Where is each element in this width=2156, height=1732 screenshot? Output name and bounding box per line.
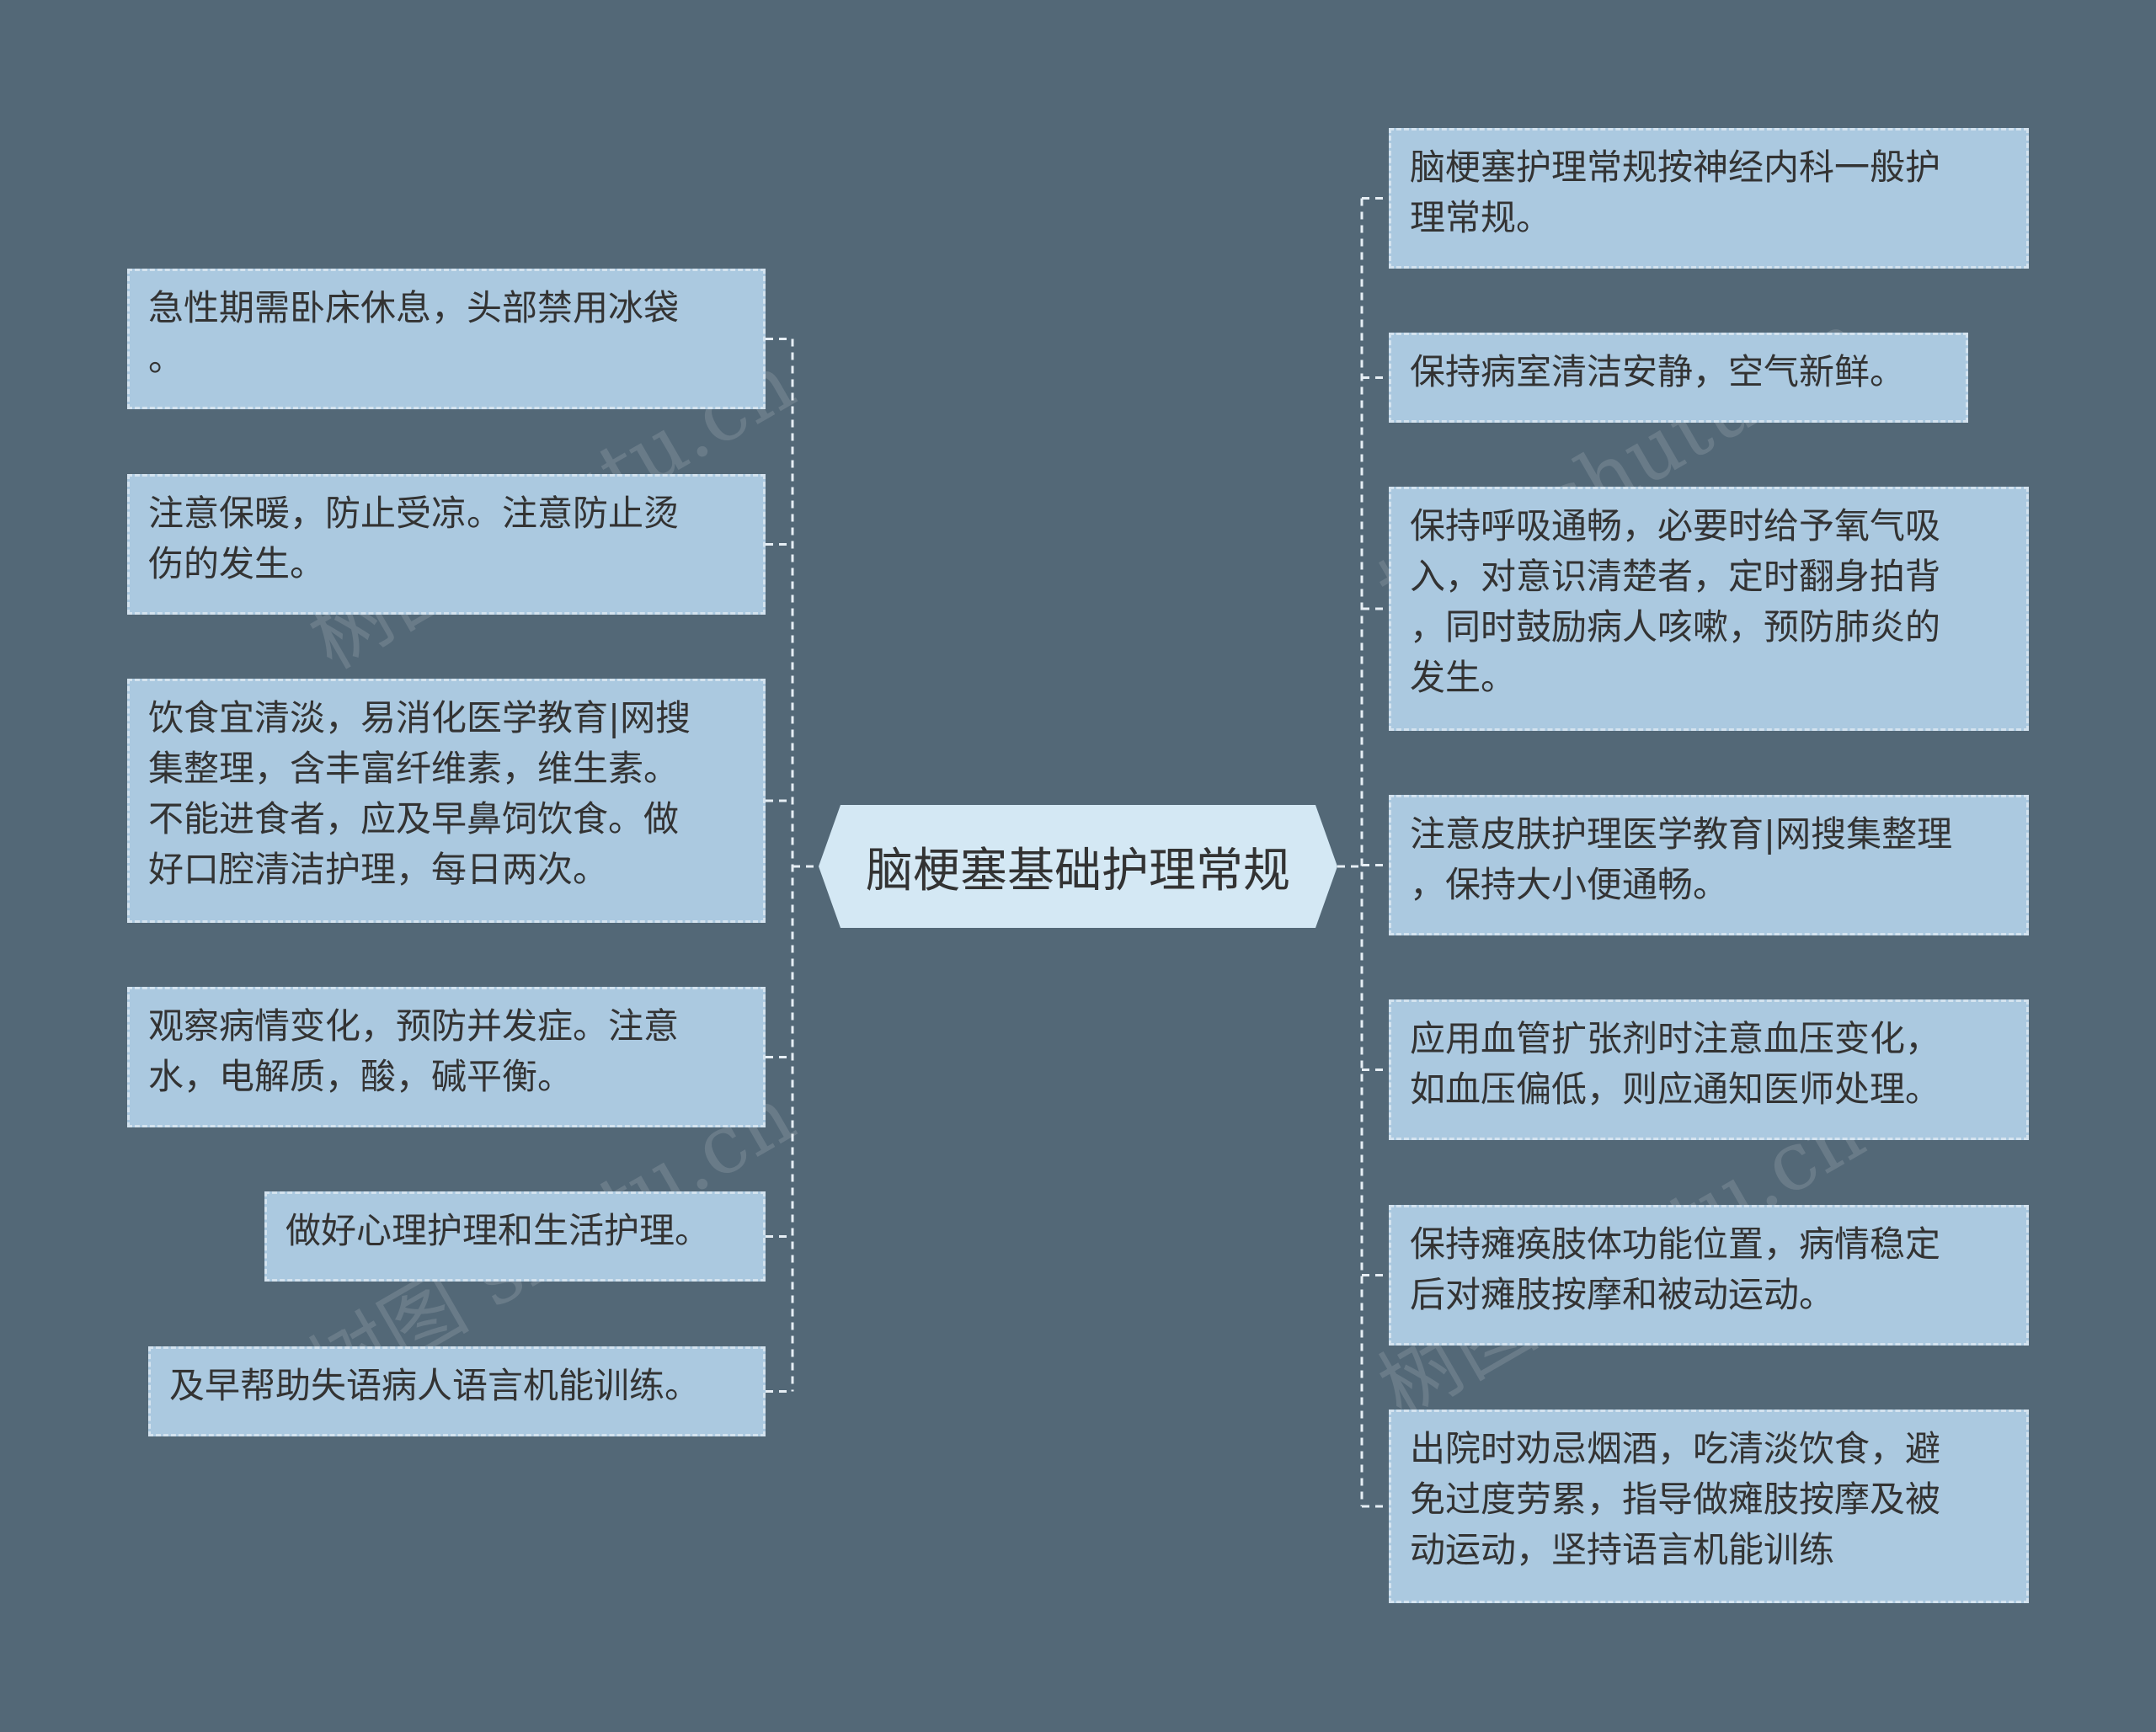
node-text-line: 动运动，坚持语言机能训练 [1410,1529,1835,1570]
node-text-line: 保持呼吸通畅，必要时给予氧气吸 [1410,505,1941,546]
node-text-line: 。 [148,338,184,379]
node-text-line: 脑梗塞护理常规按神经内科一般护 [1410,147,1941,188]
left-node-3[interactable]: 饮食宜清淡，易消化医学教育|网搜 集整理，含丰富纤维素，维生素。 不能进食者，应… [127,679,766,923]
node-text-line: 集整理，含丰富纤维素，维生素。 [148,748,680,789]
left-node-2[interactable]: 注意保暖，防止受凉。注意防止烫 伤的发生。 [127,474,766,615]
right-node-5[interactable]: 应用血管扩张剂时注意血压变化， 如血压偏低，则应通知医师处理。 [1389,999,2029,1140]
node-text-line: 伤的发生。 [148,543,326,584]
node-text-line: 注意保暖，防止受凉。注意防止烫 [148,493,680,534]
node-text-line: 发生。 [1410,657,1517,698]
right-node-3[interactable]: 保持呼吸通畅，必要时给予氧气吸 入，对意识清楚者，定时翻身拍背 ，同时鼓励病人咳… [1389,487,2029,731]
node-text-line: 入，对意识清楚者，定时翻身拍背 [1410,556,1941,597]
node-text-line: 及早帮助失语病人语言机能训练。 [169,1365,701,1406]
node-text-line: 注意皮肤护理医学教育|网搜集整理 [1410,813,1953,855]
node-text-line: 保持病室清洁安静，空气新鲜。 [1410,351,1906,392]
left-node-6[interactable]: 及早帮助失语病人语言机能训练。 [148,1346,766,1436]
left-node-1[interactable]: 急性期需卧床休息，头部禁用冰袋 。 [127,269,766,409]
node-text-line: 急性期需卧床休息，头部禁用冰袋 [148,287,680,328]
node-text-line: 应用血管扩张剂时注意血压变化， [1410,1018,1941,1059]
node-text-line: 不能进食者，应及早鼻饲饮食。做 [148,798,680,839]
right-node-1[interactable]: 脑梗塞护理常规按神经内科一般护 理常规。 [1389,128,2029,269]
node-text-line: 理常规。 [1410,197,1552,238]
left-node-5[interactable]: 做好心理护理和生活护理。 [264,1191,766,1282]
center-topic-node[interactable]: 脑梗塞基础护理常规 [819,805,1337,928]
node-text-line: 观察病情变化，预防并发症。注意 [148,1005,680,1047]
node-text-line: 出院时劝忌烟酒，吃清淡饮食，避 [1410,1428,1941,1469]
node-text-line: 做好心理护理和生活护理。 [286,1210,711,1251]
node-text-line: 水，电解质，酸，碱平衡。 [148,1056,574,1097]
node-text-line: 饮食宜清淡，易消化医学教育|网搜 [148,697,691,738]
node-text-line: 后对瘫肢按摩和被动运动。 [1410,1274,1835,1315]
right-node-2[interactable]: 保持病室清洁安静，空气新鲜。 [1389,333,1968,423]
right-node-7[interactable]: 出院时劝忌烟酒，吃清淡饮食，避 免过度劳累，指导做瘫肢按摩及被 动运动，坚持语言… [1389,1410,2029,1603]
left-node-4[interactable]: 观察病情变化，预防并发症。注意 水，电解质，酸，碱平衡。 [127,987,766,1127]
right-node-4[interactable]: 注意皮肤护理医学教育|网搜集整理 ，保持大小便通畅。 [1389,795,2029,935]
node-text-line: 免过度劳累，指导做瘫肢按摩及被 [1410,1479,1941,1520]
node-text-line: ，同时鼓励病人咳嗽，预防肺炎的 [1410,606,1941,648]
node-text-line: 好口腔清洁护理，每日两次。 [148,849,609,890]
right-node-6[interactable]: 保持瘫痪肢体功能位置，病情稳定 后对瘫肢按摩和被动运动。 [1389,1205,2029,1346]
node-text-line: 保持瘫痪肢体功能位置，病情稳定 [1410,1223,1941,1265]
center-topic-label: 脑梗塞基础护理常规 [866,843,1290,898]
node-text-line: 如血压偏低，则应通知医师处理。 [1410,1069,1941,1110]
node-text-line: ，保持大小便通畅。 [1410,864,1729,905]
